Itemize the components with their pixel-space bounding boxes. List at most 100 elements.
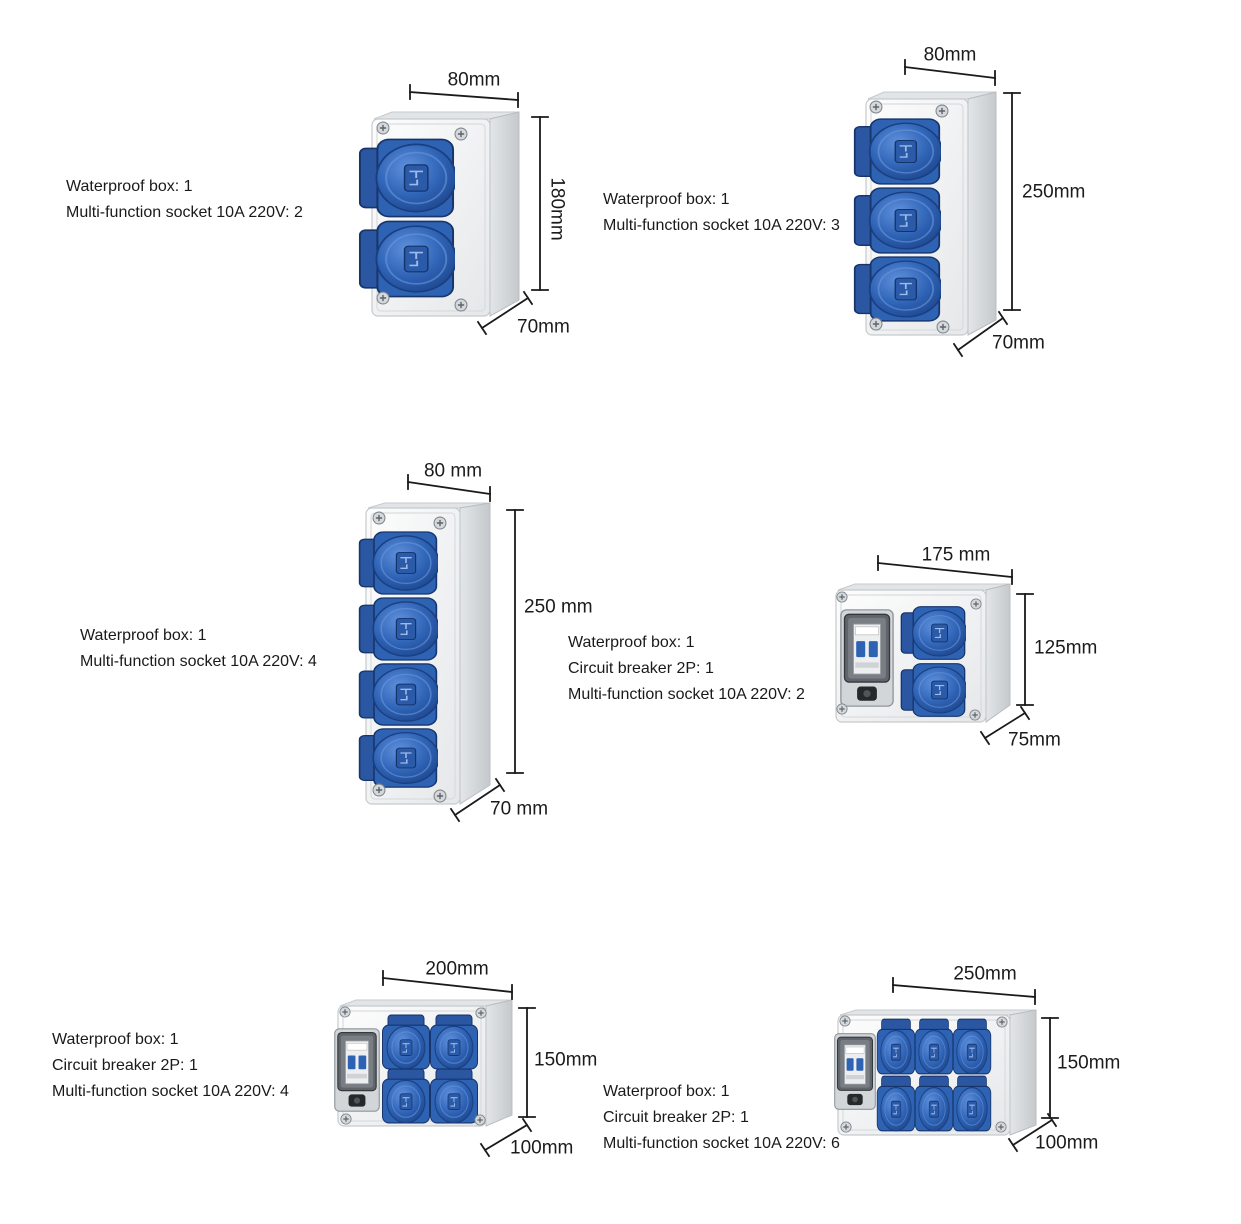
product-4: 175 mm 125mm 75mm <box>835 545 1097 751</box>
product-1-specs: Waterproof box: 1 Multi-function socket … <box>66 174 303 226</box>
screw-icon <box>475 1007 487 1019</box>
screw-icon <box>340 1113 352 1125</box>
socket <box>876 1018 916 1075</box>
screw-icon <box>372 783 386 797</box>
spec-line: Waterproof box: 1 <box>66 178 193 195</box>
product-2: 80mm 250mm 70mm <box>853 45 1085 358</box>
screw-icon <box>995 1121 1007 1133</box>
width-dimension: 200mm <box>382 959 513 1000</box>
screw-icon <box>433 789 447 803</box>
socket <box>358 531 438 595</box>
socket <box>358 220 455 298</box>
width-label: 250mm <box>953 964 1016 985</box>
socket <box>429 1014 479 1070</box>
screw-icon <box>836 591 848 603</box>
width-dimension: 80mm <box>409 70 519 108</box>
height-dimension: 125mm <box>1016 593 1097 706</box>
width-dimension: 80mm <box>903 45 997 86</box>
depth-dimension: 70 mm <box>449 777 548 823</box>
circuit-breaker <box>834 1033 876 1110</box>
depth-label: 100mm <box>1035 1133 1098 1154</box>
socket <box>952 1018 992 1075</box>
socket <box>358 597 438 661</box>
width-dimension: 175 mm <box>877 545 1013 585</box>
width-dimension: 250mm <box>892 964 1036 1005</box>
screw-icon <box>996 1016 1008 1028</box>
product-6-specs: Waterproof box: 1 Circuit breaker 2P: 1 … <box>603 1079 840 1157</box>
screw-icon <box>339 1006 351 1018</box>
depth-label: 70 mm <box>490 799 548 820</box>
product-3-specs: Waterproof box: 1 Multi-function socket … <box>80 623 317 675</box>
spec-line: Multi-function socket 10A 220V: 3 <box>603 217 840 234</box>
spec-line: Multi-function socket 10A 220V: 4 <box>80 653 317 670</box>
spec-line: Circuit breaker 2P: 1 <box>52 1057 198 1074</box>
spec-line: Circuit breaker 2P: 1 <box>568 660 714 677</box>
height-label: 250 mm <box>524 597 593 618</box>
depth-dimension: 70mm <box>476 290 570 338</box>
spec-line: Multi-function socket 10A 220V: 4 <box>52 1083 289 1100</box>
screw-icon <box>869 317 883 331</box>
socket <box>853 118 941 185</box>
screw-icon <box>935 104 949 118</box>
width-label: 200mm <box>425 959 488 980</box>
screw-icon <box>936 320 950 334</box>
height-label: 150mm <box>534 1050 597 1071</box>
spec-line: Multi-function socket 10A 220V: 6 <box>603 1135 840 1152</box>
depth-dimension: 70mm <box>952 310 1045 358</box>
screw-icon <box>474 1114 486 1126</box>
height-dimension: 250 mm <box>506 509 593 774</box>
socket <box>358 663 438 726</box>
depth-dimension: 75mm <box>979 705 1061 751</box>
product-4-specs: Waterproof box: 1 Circuit breaker 2P: 1 … <box>568 630 805 708</box>
screw-icon <box>372 511 386 525</box>
height-label: 150mm <box>1057 1053 1120 1074</box>
width-label: 80 mm <box>424 461 482 482</box>
width-dimension: 80 mm <box>406 461 492 502</box>
spec-line: Circuit breaker 2P: 1 <box>603 1109 749 1126</box>
product-5-specs: Waterproof box: 1 Circuit breaker 2P: 1 … <box>52 1027 289 1105</box>
circuit-breaker <box>840 609 894 707</box>
socket <box>429 1068 479 1124</box>
depth-label: 70mm <box>517 317 570 338</box>
height-dimension: 150mm <box>518 1007 597 1118</box>
height-label: 180mm <box>547 177 568 240</box>
depth-label: 75mm <box>1008 730 1061 751</box>
screw-icon <box>376 291 390 305</box>
depth-label: 100mm <box>510 1138 573 1159</box>
screw-icon <box>836 703 848 715</box>
product-6: 250mm 150mm 100mm <box>834 964 1120 1154</box>
socket <box>914 1018 954 1075</box>
depth-dimension: 100mm <box>479 1117 573 1159</box>
screw-icon <box>376 121 390 135</box>
width-label: 175 mm <box>922 545 991 566</box>
socket <box>853 187 941 254</box>
screw-icon <box>969 709 981 721</box>
socket <box>876 1075 916 1132</box>
height-dimension: 250mm <box>1003 92 1085 311</box>
screw-icon <box>839 1015 851 1027</box>
spec-line: Waterproof box: 1 <box>568 634 695 651</box>
height-label: 125mm <box>1034 638 1097 659</box>
spec-line: Waterproof box: 1 <box>80 627 207 644</box>
socket <box>381 1014 431 1070</box>
socket <box>914 1075 954 1132</box>
product-2-specs: Waterproof box: 1 Multi-function socket … <box>603 187 840 239</box>
product-5: 200mm 150mm 100mm <box>334 959 597 1159</box>
circuit-breaker <box>334 1028 380 1112</box>
socket <box>900 606 966 660</box>
height-label: 250mm <box>1022 182 1085 203</box>
socket <box>381 1068 431 1124</box>
height-dimension: 180mm <box>531 116 568 291</box>
screw-icon <box>869 100 883 114</box>
height-dimension: 150mm <box>1041 1017 1120 1119</box>
screw-icon <box>840 1121 852 1133</box>
spec-line: Waterproof box: 1 <box>603 1083 730 1100</box>
spec-line: Waterproof box: 1 <box>603 191 730 208</box>
depth-dimension: 100mm <box>1007 1112 1098 1154</box>
socket <box>900 663 966 717</box>
spec-line: Multi-function socket 10A 220V: 2 <box>568 686 805 703</box>
width-label: 80mm <box>448 70 501 91</box>
width-label: 80mm <box>924 45 977 66</box>
socket <box>952 1075 992 1132</box>
